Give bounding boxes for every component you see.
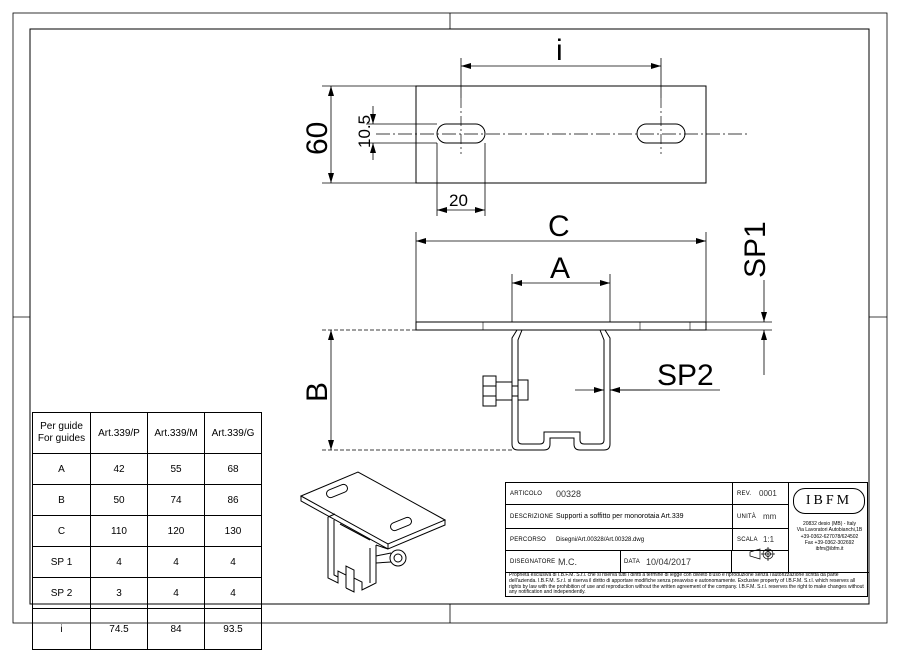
address-line: ibfm@ibfm.it bbox=[815, 546, 844, 553]
unita-label: UNITÀ bbox=[737, 514, 756, 520]
dim-20 bbox=[436, 143, 486, 216]
cell: 84 bbox=[147, 608, 205, 650]
cell: 110 bbox=[90, 515, 148, 547]
table-header-label-en: For guides bbox=[37, 433, 86, 444]
cell: 4 bbox=[204, 577, 262, 609]
address-line: +39-0362-627078/624502 bbox=[800, 533, 859, 540]
sheet-frame bbox=[12, 12, 888, 624]
dim-sp1 bbox=[706, 280, 772, 375]
company-address: 20832 desio (MB) - Italy Via Lavoratori … bbox=[789, 521, 870, 552]
table-header-row: Per guide For guides Art.339/P Art.339/M… bbox=[32, 412, 262, 454]
descrizione-label: DESCRIZIONE bbox=[510, 513, 554, 520]
address-line: Fax +39-0362-302692 bbox=[804, 539, 855, 546]
table-row: A 42 55 68 bbox=[32, 453, 262, 485]
unita-value: mm bbox=[763, 512, 777, 521]
dim-a bbox=[511, 274, 611, 322]
bolt bbox=[482, 375, 529, 407]
cell: 42 bbox=[90, 453, 148, 485]
row-label: SP 2 bbox=[32, 577, 91, 609]
rev-value: 0001 bbox=[759, 489, 777, 498]
front-view bbox=[415, 321, 707, 451]
row-label: SP 1 bbox=[32, 546, 91, 578]
cell: 4 bbox=[90, 546, 148, 578]
top-view-plate bbox=[376, 85, 748, 184]
percorso-label: PERCORSO bbox=[510, 536, 546, 543]
company-box: IBFM 20832 desio (MB) - Italy Via Lavora… bbox=[788, 483, 869, 573]
copyright-note: Proprietà esclusiva di I.B.F.M. S.r.l. c… bbox=[509, 572, 864, 596]
cell: 74.5 bbox=[90, 608, 148, 650]
dim-60-label: 60 bbox=[301, 122, 334, 155]
unita-cell: UNITÀ mm bbox=[732, 505, 788, 529]
rev-cell: REV. 0001 bbox=[732, 483, 788, 505]
scala-cell: SCALA 1:1 bbox=[732, 529, 788, 551]
table-row: SP 1 4 4 4 bbox=[32, 546, 262, 578]
technical-drawing: i 60 10.5 20 bbox=[12, 12, 888, 624]
scala-label: SCALA bbox=[737, 537, 758, 543]
cell: 3 bbox=[90, 577, 148, 609]
articolo-label: ARTICOLO bbox=[510, 490, 543, 497]
table-header-col: Art.339/M bbox=[147, 412, 205, 454]
dim-a-label: A bbox=[550, 252, 570, 285]
dim-c-label: C bbox=[548, 210, 570, 243]
disegnatore-label: DISEGNATORE bbox=[510, 558, 556, 565]
cell: 50 bbox=[90, 484, 148, 516]
dim-sp1-label: SP1 bbox=[739, 221, 772, 278]
table-header-label: Per guide For guides bbox=[32, 412, 91, 454]
rev-label: REV. bbox=[737, 491, 752, 497]
cell: 55 bbox=[147, 453, 205, 485]
row-descrizione: DESCRIZIONE Supporti a soffitto per mono… bbox=[506, 505, 732, 529]
table-row: SP 2 3 4 4 bbox=[32, 577, 262, 609]
scala-value: 1:1 bbox=[763, 535, 775, 544]
disegnatore-value: M.C. bbox=[558, 556, 577, 567]
dim-b-label: B bbox=[301, 382, 334, 402]
title-block: ARTICOLO 00328 REV. 0001 DESCRIZIONE Sup… bbox=[505, 482, 869, 597]
table-header-label-it: Per guide bbox=[40, 421, 83, 432]
table-header-col: Art.339/P bbox=[90, 412, 148, 454]
table-row: i 74.5 84 93.5 bbox=[32, 608, 262, 650]
dimensions-table: Per guide For guides Art.339/P Art.339/M… bbox=[32, 412, 262, 650]
dim-c bbox=[415, 232, 707, 322]
row-label: B bbox=[32, 484, 91, 516]
isometric-view bbox=[299, 471, 447, 593]
row-articolo: ARTICOLO 00328 bbox=[506, 483, 736, 505]
row-disegnatore: DISEGNATORE M.C. DATA 10/04/2017 bbox=[506, 551, 788, 573]
table-row: B 50 74 86 bbox=[32, 484, 262, 516]
channel-profile bbox=[511, 329, 611, 451]
percorso-value: Disegni/Art.00328/Art.00328.dwg bbox=[556, 536, 645, 543]
articolo-value: 00328 bbox=[556, 488, 582, 499]
address-line: Via Lavoratori Autobianchi,1B bbox=[796, 527, 863, 534]
cell: 4 bbox=[147, 546, 205, 578]
cell: 130 bbox=[204, 515, 262, 547]
dim-b bbox=[322, 329, 512, 451]
table-row: C 110 120 130 bbox=[32, 515, 262, 547]
dim-i-label: i bbox=[556, 34, 563, 67]
dim-10-5-label: 10.5 bbox=[355, 115, 374, 148]
cell: 120 bbox=[147, 515, 205, 547]
dim-20-label: 20 bbox=[449, 191, 468, 210]
row-label: A bbox=[32, 453, 91, 485]
cell: 93.5 bbox=[204, 608, 262, 650]
cell: 4 bbox=[204, 546, 262, 578]
row-percorso: PERCORSO Disegni/Art.00328/Art.00328.dwg bbox=[506, 529, 732, 551]
row-label: i bbox=[32, 608, 91, 650]
dim-10-5 bbox=[366, 106, 437, 160]
cell: 4 bbox=[147, 577, 205, 609]
dim-60 bbox=[322, 85, 416, 184]
address-line: 20832 desio (MB) - Italy bbox=[802, 521, 857, 527]
dim-sp2-label: SP2 bbox=[657, 359, 714, 392]
descrizione-value: Supporti a soffitto per monorotaia Art.3… bbox=[556, 513, 684, 520]
data-label: DATA bbox=[624, 558, 640, 565]
table-header-col: Art.339/G bbox=[204, 412, 262, 454]
front-plate bbox=[415, 321, 707, 331]
ibfm-logo: IBFM bbox=[793, 488, 865, 514]
row-label: C bbox=[32, 515, 91, 547]
cell: 86 bbox=[204, 484, 262, 516]
data-value: 10/04/2017 bbox=[646, 556, 692, 567]
cell: 74 bbox=[147, 484, 205, 516]
cell: 68 bbox=[204, 453, 262, 485]
dim-i bbox=[460, 58, 662, 98]
